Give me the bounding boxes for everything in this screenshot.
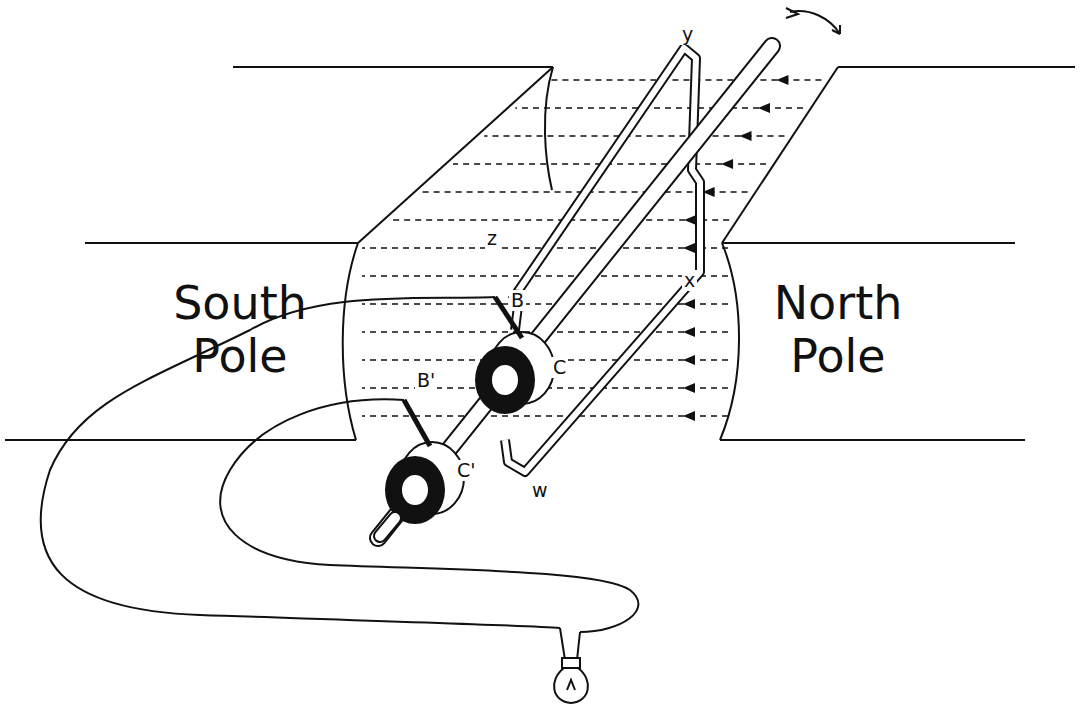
field-line bbox=[484, 135, 784, 137]
field-line bbox=[391, 219, 730, 221]
field-arrowhead bbox=[683, 411, 695, 421]
shaft bbox=[378, 46, 772, 538]
field-arrowhead bbox=[776, 75, 788, 85]
rotation-arrow bbox=[786, 8, 840, 34]
pole-label: North Pole bbox=[743, 277, 933, 383]
part-letter: x bbox=[682, 270, 697, 291]
brushes bbox=[404, 297, 522, 446]
part-letter: w bbox=[530, 480, 550, 501]
part-letter: C bbox=[551, 357, 568, 378]
part-letter: z bbox=[485, 228, 499, 249]
pole-piece: North Pole bbox=[743, 277, 933, 383]
field-arrowhead bbox=[683, 355, 695, 365]
field-line bbox=[362, 415, 728, 417]
field-arrowhead bbox=[683, 383, 695, 393]
field-arrowhead bbox=[684, 215, 696, 225]
field-line bbox=[362, 275, 728, 277]
part-letter: C' bbox=[455, 460, 478, 481]
part-letter: B bbox=[509, 290, 526, 311]
field-arrowhead bbox=[721, 159, 733, 169]
pole-label: South Pole bbox=[145, 277, 335, 383]
field-lines bbox=[362, 75, 821, 421]
field-arrowhead bbox=[683, 243, 695, 253]
wires bbox=[41, 297, 639, 660]
field-arrowhead bbox=[683, 327, 695, 337]
slip-rings bbox=[380, 332, 554, 536]
lamp bbox=[554, 658, 588, 703]
field-arrowhead bbox=[758, 103, 770, 113]
field-arrowhead bbox=[740, 131, 752, 141]
field-arrowhead bbox=[683, 299, 695, 309]
part-letter: B' bbox=[415, 370, 437, 391]
pole-piece: South Pole bbox=[145, 277, 335, 383]
part-letter: y bbox=[680, 24, 695, 45]
